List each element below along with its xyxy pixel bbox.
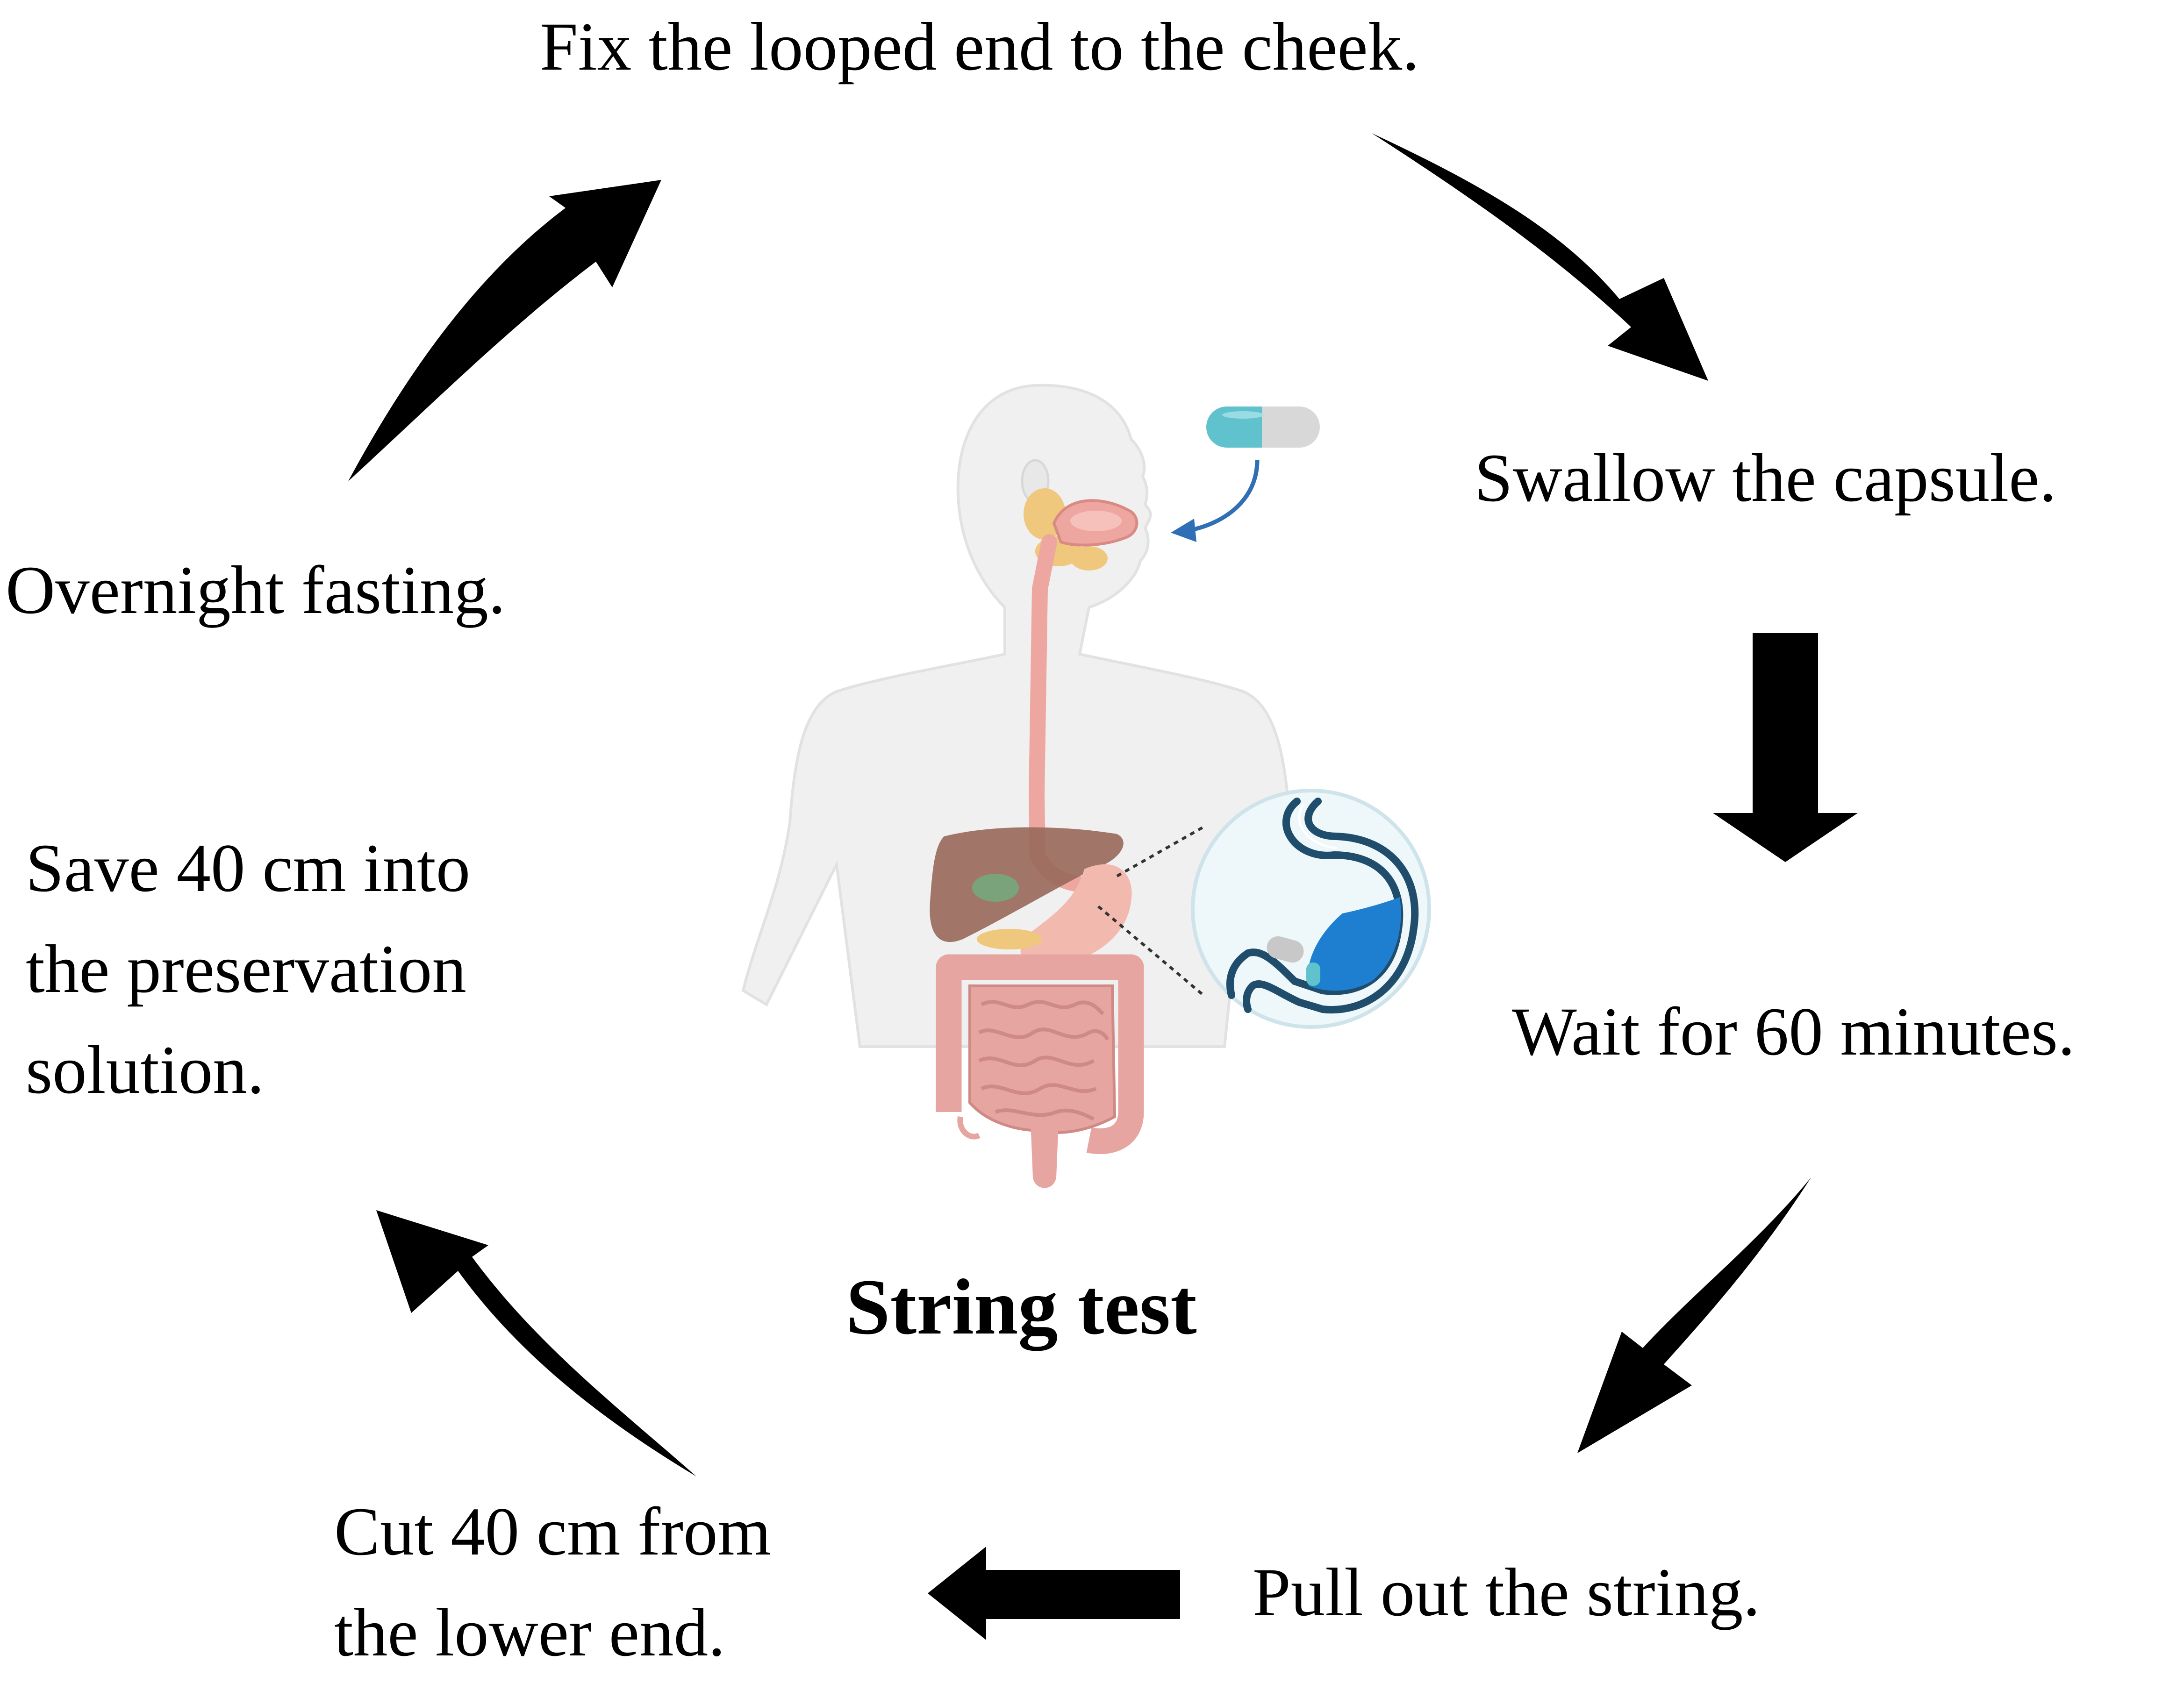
arrow-wait-to-pull: [1577, 1177, 1811, 1453]
step-overnight-fasting: Overnight fasting.: [6, 540, 506, 641]
leader-line-lower: [1097, 905, 1204, 997]
arrow-fix-to-swallow: [1372, 133, 1708, 381]
human-digestive-system-icon: [741, 384, 1320, 1188]
inset-string: [1298, 803, 1337, 849]
gallbladder: [972, 874, 1019, 902]
step-fix-looped-end: Fix the looped end to the cheek.: [540, 0, 1419, 97]
step-save-line-1: Save 40 cm into: [26, 830, 471, 906]
step-wait-60-minutes: Wait for 60 minutes.: [1512, 981, 2075, 1082]
step-swallow-capsule: Swallow the capsule.: [1475, 428, 2056, 528]
step-wait-line-1: Wait for 60 minutes.: [1512, 993, 2075, 1070]
inset-capsule: [1267, 936, 1320, 986]
pancreas: [977, 929, 1042, 949]
large-intestine: [936, 954, 1144, 1154]
step-cut-40cm: Cut 40 cm from the lower end.: [334, 1481, 771, 1683]
arrow-pull-to-cut: [928, 1547, 1180, 1640]
step-pull-line-1: Pull out the string.: [1253, 1554, 1761, 1630]
intestine-folds: [978, 1000, 1110, 1121]
appendix: [957, 1116, 981, 1140]
step-save-line-2: the preservation: [26, 931, 466, 1007]
capsule-grey-half: [1262, 406, 1320, 448]
leader-line-upper: [1116, 826, 1204, 877]
arrow-cut-to-save: [376, 1210, 696, 1476]
stomach-fluid: [1308, 897, 1401, 991]
step-fix-line-1: Fix the looped end to the cheek.: [540, 8, 1419, 85]
step-cut-line-2: the lower end.: [334, 1594, 725, 1670]
step-cut-line-1: Cut 40 cm from: [334, 1493, 771, 1569]
rectum: [1031, 1121, 1059, 1188]
pointer-arrow: [1171, 460, 1260, 542]
stomach-inset-icon: [1191, 789, 1431, 1029]
capsule-icon: [1206, 406, 1320, 448]
arrow-fast-to-fix: [348, 180, 661, 481]
arrow-swallow-to-wait: [1713, 633, 1858, 862]
cycle-arrows: [348, 133, 1858, 1640]
liver: [930, 827, 1124, 942]
step-pull-string: Pull out the string.: [1253, 1542, 1760, 1643]
step-swallow-line-1: Swallow the capsule.: [1475, 440, 2057, 516]
stomach-outline-inner: [1243, 798, 1419, 1013]
step-fast-line-1: Overnight fasting.: [6, 552, 506, 628]
stomach: [1020, 864, 1132, 968]
diagram-title: String test: [846, 1263, 1197, 1351]
step-save-40cm: Save 40 cm into the preservation solutio…: [26, 818, 470, 1120]
step-save-line-3: solution.: [26, 1032, 265, 1108]
tongue: [1070, 511, 1122, 531]
